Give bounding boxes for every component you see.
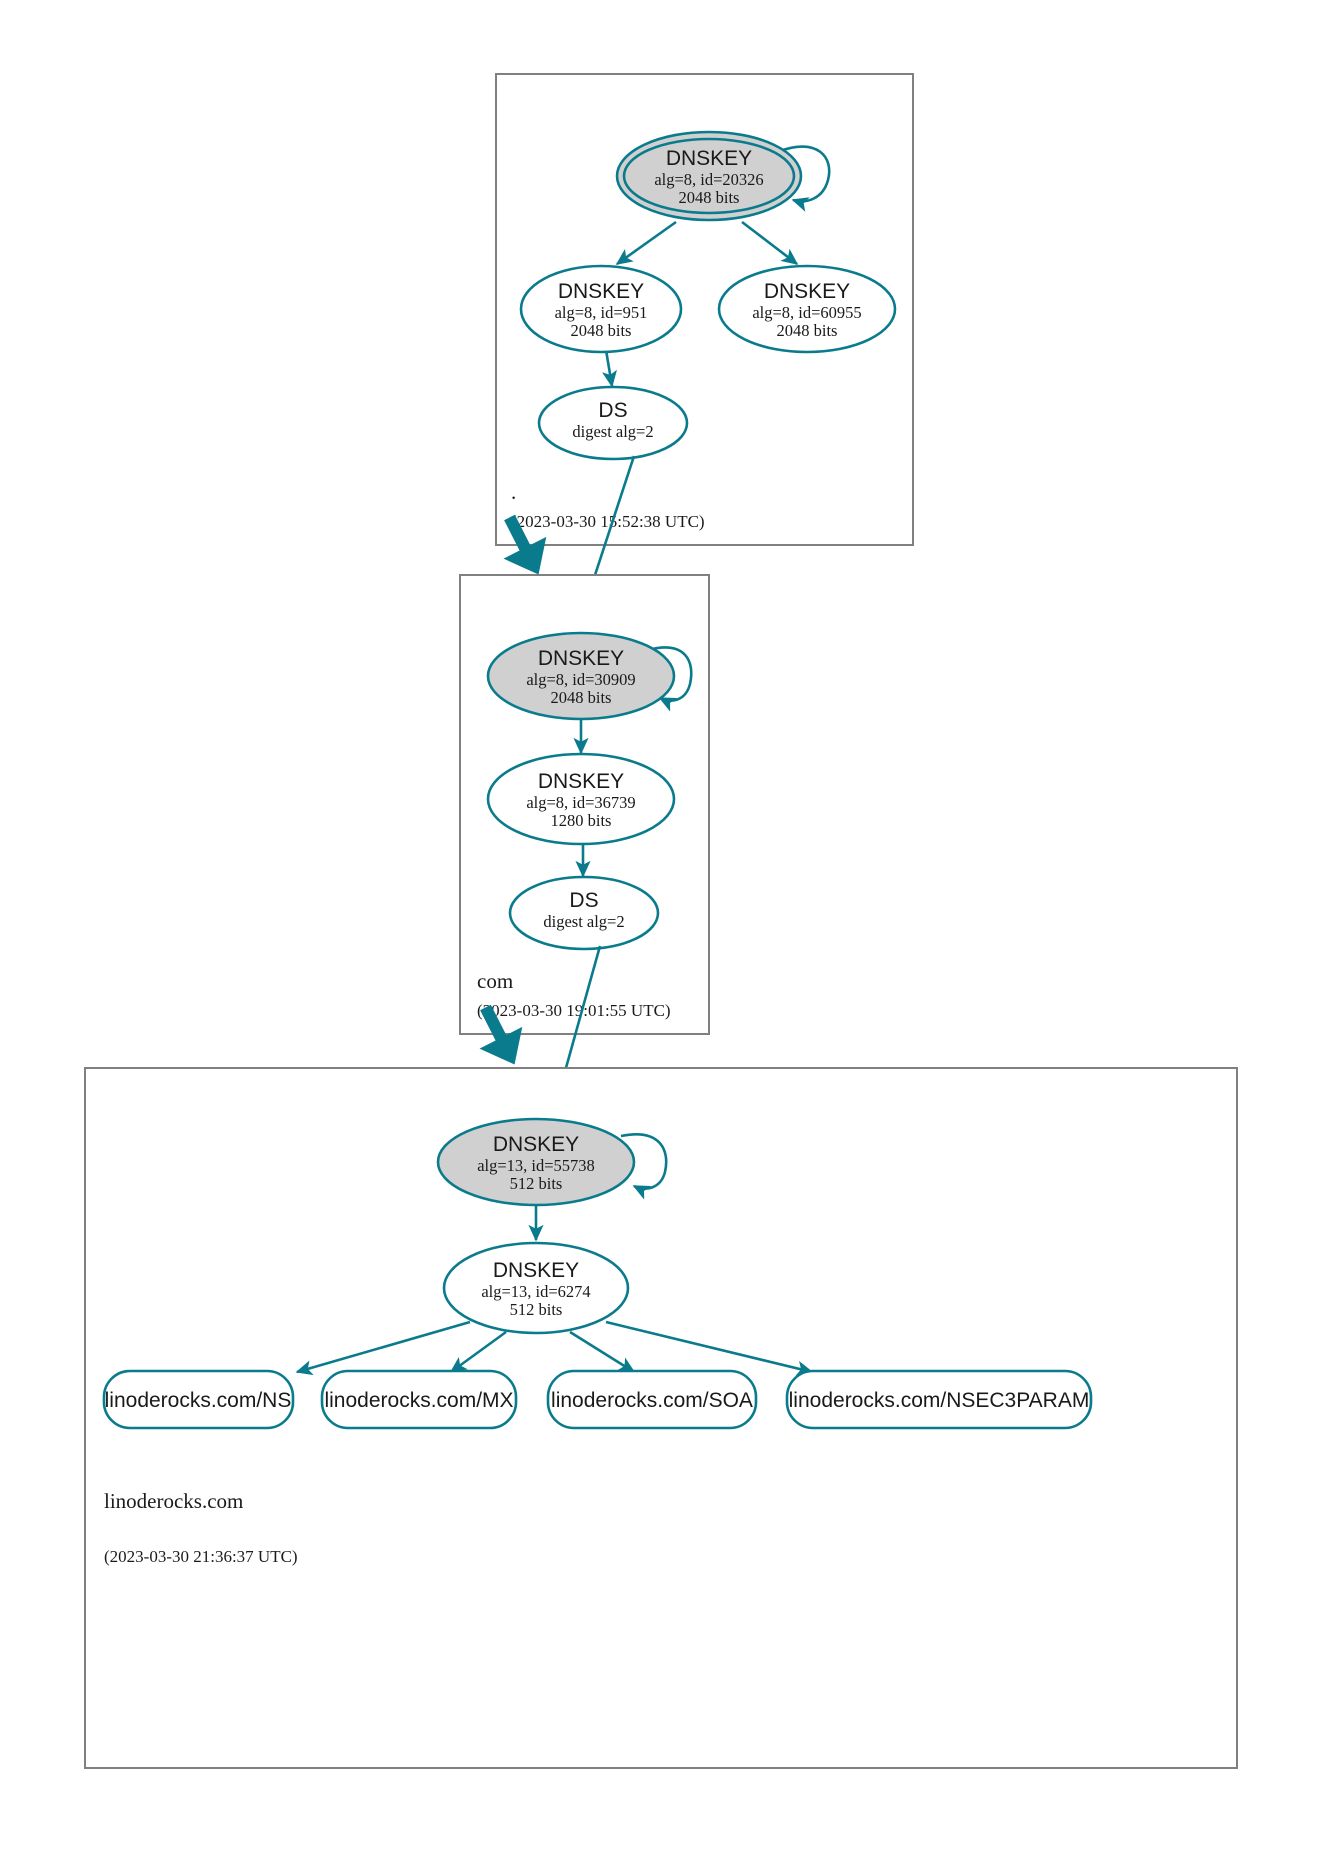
node-rrset-nsec3param-label: linoderocks.com/NSEC3PARAM [789,1389,1090,1412]
node-rrset-mx[interactable]: linoderocks.com/MX [320,1369,518,1430]
node-lr-zsk-title: DNSKEY [493,1259,579,1282]
node-com-ds[interactable]: DS digest alg=2 [508,875,660,951]
edge-lr-zsk-to-ns [295,1320,471,1376]
zone-linoderocks-label: linoderocks.com [104,1489,243,1513]
edge-lr-ksk-self-sign [620,1133,668,1200]
node-rrset-mx-label: linoderocks.com/MX [324,1389,513,1412]
node-rrset-nsec3param-box [785,1369,1093,1430]
delegation-arrow-com-to-linoderocks [472,1004,523,1065]
node-root-ds-line2: digest alg=2 [572,422,653,441]
node-lr-zsk-line3: 512 bits [510,1300,563,1319]
node-lr-ksk[interactable]: DNSKEY alg=13, id=55738 512 bits [436,1117,636,1207]
node-com-ksk-line2: alg=8, id=30909 [526,670,635,689]
node-root-zsk-60955-line3: 2048 bits [777,321,838,340]
node-root-ds[interactable]: DS digest alg=2 [537,385,689,461]
node-rrset-ns-box [102,1369,295,1430]
node-com-ksk[interactable]: DNSKEY alg=8, id=30909 2048 bits [486,631,676,721]
node-com-ds-line2: digest alg=2 [543,912,624,931]
node-root-ksk-line3: 2048 bits [679,188,740,207]
node-lr-zsk[interactable]: DNSKEY alg=13, id=6274 512 bits [442,1241,630,1335]
node-lr-ksk-line2: alg=13, id=55738 [477,1156,595,1175]
zone-com-label: com [477,969,513,993]
node-com-ds-title: DS [569,889,598,912]
node-root-zsk-60955[interactable]: DNSKEY alg=8, id=60955 2048 bits [717,264,897,354]
zone-com-timestamp: (2023-03-30 19:01:55 UTC) [477,1001,671,1020]
zone-com: DNSKEY alg=8, id=30909 2048 bits DNSKEY … [459,574,710,1035]
node-com-ksk-ellipse [486,631,676,721]
node-com-zsk-line2: alg=8, id=36739 [526,793,635,812]
node-root-ksk[interactable]: DNSKEY alg=8, id=20326 2048 bits [615,130,803,222]
node-rrset-soa-label: linoderocks.com/SOA [551,1389,753,1412]
edge-root-zsk951-to-ds [602,349,617,388]
node-root-zsk-951[interactable]: DNSKEY alg=8, id=951 2048 bits [519,264,683,354]
node-root-zsk-60955-title: DNSKEY [764,280,850,303]
node-com-ds-ellipse [508,875,660,951]
node-rrset-ns[interactable]: linoderocks.com/NS [102,1369,295,1430]
node-rrset-nsec3param[interactable]: linoderocks.com/NSEC3PARAM [785,1369,1093,1430]
node-root-zsk-60955-line2: alg=8, id=60955 [752,303,861,322]
node-root-ksk-title: DNSKEY [666,147,752,170]
delegation-arrow-root-to-com [496,514,547,575]
node-lr-ksk-ellipse [436,1117,636,1207]
edge-com-ksk-self-sign [647,646,693,712]
zone-root-label: . [511,480,516,504]
node-rrset-soa[interactable]: linoderocks.com/SOA [546,1369,758,1430]
node-com-zsk[interactable]: DNSKEY alg=8, id=36739 1280 bits [486,752,676,846]
node-lr-zsk-line2: alg=13, id=6274 [481,1282,590,1301]
node-root-zsk-951-line2: alg=8, id=951 [555,303,648,322]
node-com-zsk-ellipse [486,752,676,846]
node-rrset-soa-box [546,1369,758,1430]
node-root-ksk-inner-ring [622,137,796,215]
node-root-zsk-951-line3: 2048 bits [571,321,632,340]
node-root-ds-title: DS [598,399,627,422]
node-root-zsk-60955-ellipse [717,264,897,354]
node-lr-zsk-ellipse [442,1241,630,1335]
edge-root-ksk-self-sign [776,145,831,212]
edge-lr-zsk-to-nsec3param [605,1320,814,1376]
zone-root: DNSKEY alg=8, id=20326 2048 bits DNSKEY … [495,73,914,546]
node-root-ds-ellipse [537,385,689,461]
node-lr-ksk-line3: 512 bits [510,1174,563,1193]
edge-lr-zsk-to-mx [449,1330,507,1374]
node-root-zsk-951-ellipse [519,264,683,354]
node-rrset-ns-label: linoderocks.com/NS [105,1389,292,1412]
zone-linoderocks: DNSKEY alg=13, id=55738 512 bits DNSKEY … [84,1067,1238,1769]
edge-root-ksk-to-zsk951 [615,220,677,266]
zone-root-timestamp: (2023-03-30 15:52:38 UTC) [511,512,705,531]
node-lr-ksk-title: DNSKEY [493,1133,579,1156]
edge-root-ksk-to-zsk60955 [741,220,799,266]
node-com-ksk-title: DNSKEY [538,647,624,670]
node-com-zsk-title: DNSKEY [538,770,624,793]
node-com-ksk-line3: 2048 bits [551,688,612,707]
edge-lr-zsk-to-soa [569,1330,636,1374]
node-com-zsk-line3: 1280 bits [551,811,612,830]
node-root-ksk-line2: alg=8, id=20326 [654,170,763,189]
zone-linoderocks-timestamp: (2023-03-30 21:36:37 UTC) [104,1547,298,1566]
node-root-zsk-951-title: DNSKEY [558,280,644,303]
node-rrset-mx-box [320,1369,518,1430]
